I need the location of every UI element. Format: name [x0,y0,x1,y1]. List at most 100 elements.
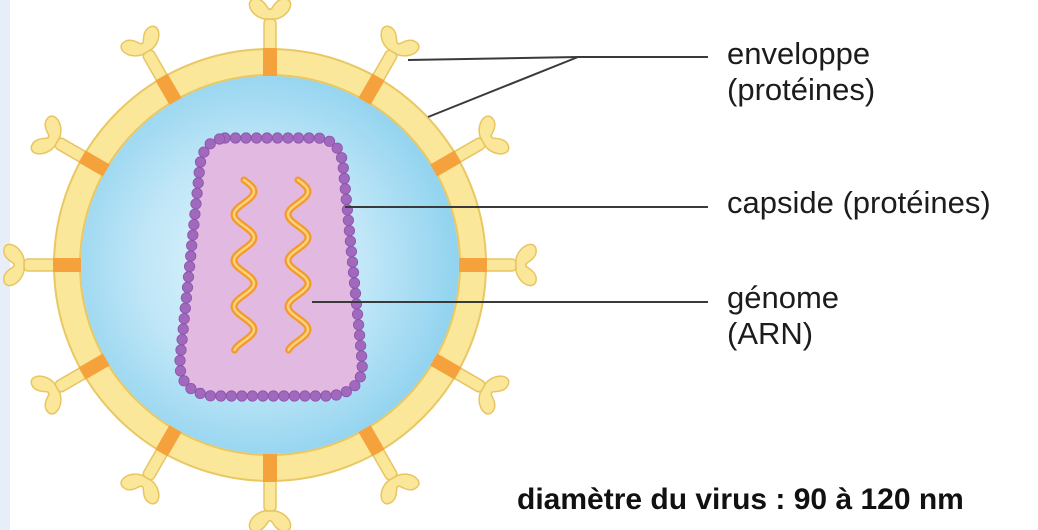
spike-base-block [459,258,487,272]
spike-base [263,48,277,76]
capsid-bead [339,173,349,183]
capsid-bead [175,366,185,376]
capsid-bead [189,220,199,230]
spike-stem [482,259,516,271]
capsid-bead [230,133,240,143]
capsid-bead [251,133,261,143]
capsid [180,138,362,396]
spike-stem [24,259,58,271]
capsid-bead [178,324,188,334]
capsid-bead [331,390,341,400]
capsid-bead [304,133,314,143]
capsid-bead [175,355,185,365]
capsid-bead [272,133,282,143]
capsid-bead [191,199,201,209]
label-genome: génome (ARN) [727,280,839,352]
spike-base [263,454,277,482]
label-envelope-line2: (protéines) [727,72,875,108]
label-genome-line1: génome [727,280,839,316]
label-envelope: enveloppe (protéines) [727,36,875,108]
capsid-bead [341,194,351,204]
capsid-bead [216,391,226,401]
capsid-bead [258,391,268,401]
spike [249,477,290,530]
spike-base-block [53,258,81,272]
capsid-bead [182,282,192,292]
capsid-bead [176,345,186,355]
capsid-bead [314,133,324,143]
capsid-bead [310,391,320,401]
capsid-bead [356,351,366,361]
capsid-bead [321,391,331,401]
spike-base [53,258,81,272]
capsid-bead [190,209,200,219]
capsid-bead [184,261,194,271]
leader-envelope-spike [408,57,578,60]
spike-head [375,24,421,62]
spike-stem [264,477,276,511]
capsid-bead [237,391,247,401]
capsid-bead [338,163,348,173]
spike-head [119,468,165,506]
capsid-bead [241,133,251,143]
capsid-bead [346,246,356,256]
spike [249,0,290,53]
capsid-bead [289,391,299,401]
capsid-bead [195,157,205,167]
capsid-bead [300,391,310,401]
capsid-bead [340,184,350,194]
spike-base-block [263,454,277,482]
leader-envelope-ring [428,57,578,117]
spike-base-block [263,48,277,76]
capsid-bead [354,330,364,340]
spike-head [516,244,536,285]
capsid-bead [262,133,272,143]
spike-head [375,468,421,506]
capsid-bead [355,341,365,351]
capsid-bead [177,334,187,344]
label-envelope-line1: enveloppe [727,36,875,72]
capsid-bead [293,133,303,143]
capsid-bead [205,391,215,401]
capsid-bead [193,178,203,188]
capsid-bead [350,288,360,298]
capsid-bead [195,388,205,398]
capsid-bead [279,391,289,401]
capsid-bead [344,226,354,236]
capsid-bead [186,251,196,261]
capsid-bead [349,278,359,288]
spike-head [4,244,24,285]
capsid-bead [332,143,342,153]
capsid-bead [336,153,346,163]
capsid-bead [180,303,190,313]
capsid-bead [343,215,353,225]
capsid-bead [351,299,361,309]
capsid-bead [179,314,189,324]
capsid-bead [357,361,367,371]
virus-diameter-caption: diamètre du virus : 90 à 120 nm [517,483,964,517]
capsid-bead [341,387,351,397]
capsid-bead [183,272,193,282]
capsid-bead [181,293,191,303]
capsid-bead [353,320,363,330]
capsid-bead [268,391,278,401]
spike-base [459,258,487,272]
capsid-bead [188,230,198,240]
capsid-bead [179,376,189,386]
spike-head [473,370,511,416]
spike [4,244,58,285]
capsid-bead [345,236,355,246]
capsid-bead [187,240,197,250]
capsid-bead [226,391,236,401]
label-genome-line2: (ARN) [727,316,839,352]
spike-head [249,511,290,530]
spike-stem [264,19,276,53]
label-capsid: capside (protéines) [727,185,991,221]
spike-head [29,370,67,416]
spike-head [29,114,67,160]
capsid-bead [214,134,224,144]
capsid-bead [283,133,293,143]
capsid-bead [194,167,204,177]
spike-head [119,24,165,62]
